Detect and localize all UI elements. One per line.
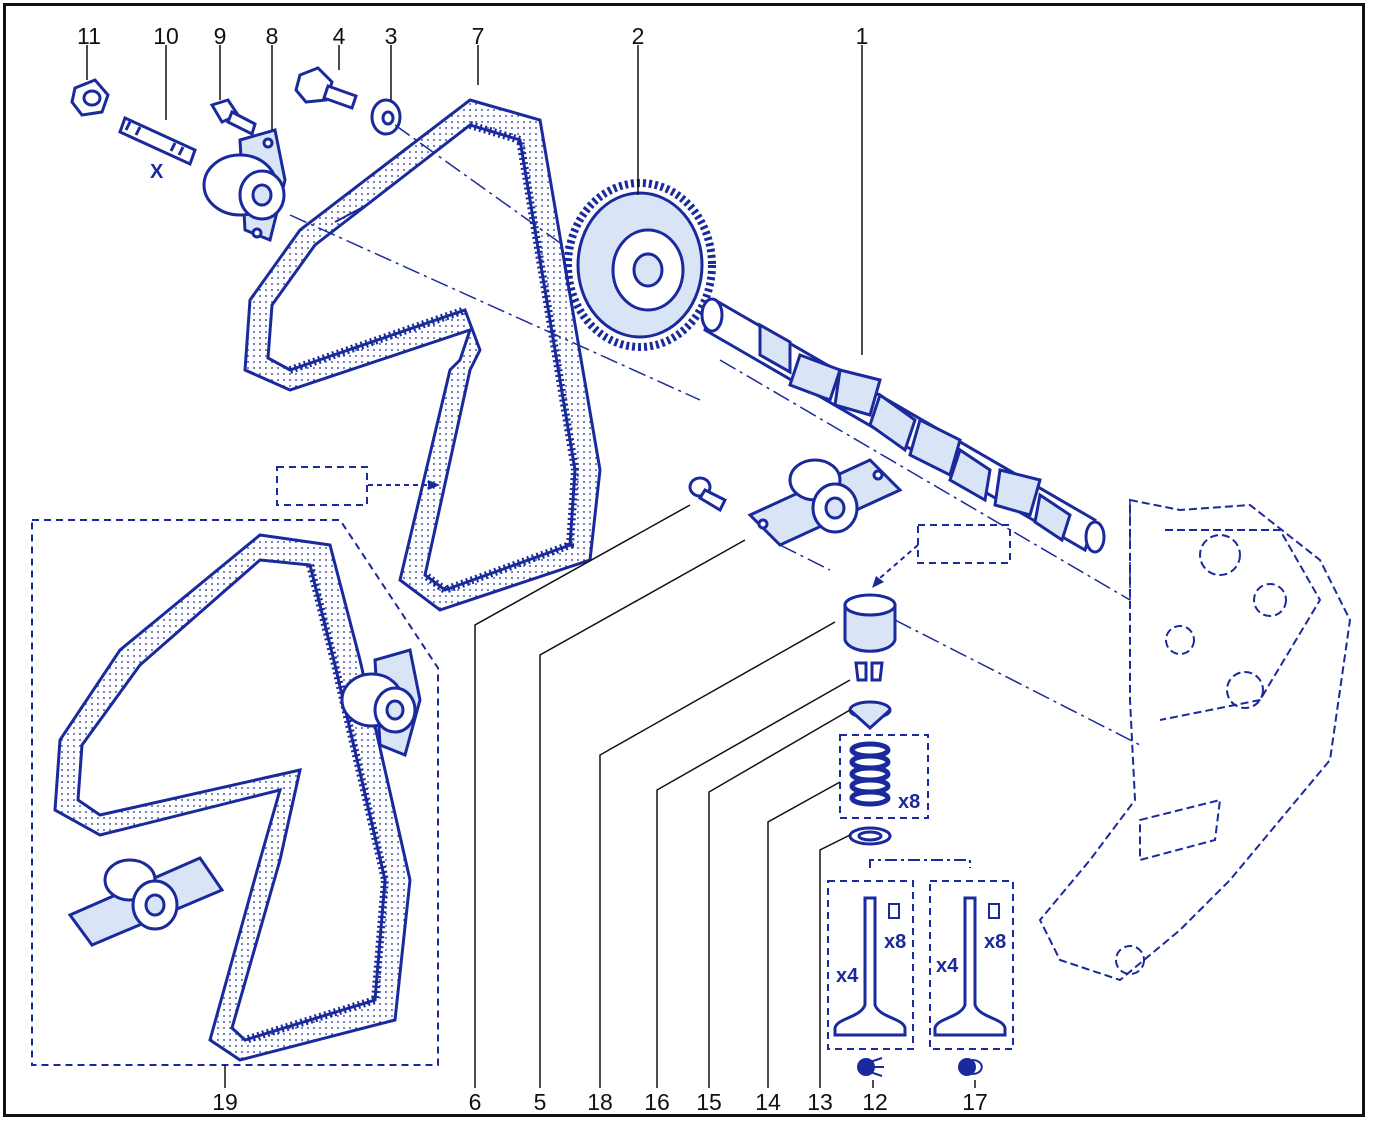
exhaust-flame-icon [958, 1058, 983, 1076]
callout-9: 9 [214, 23, 227, 49]
sprocket-washer [370, 98, 402, 136]
valve-keepers [854, 661, 884, 682]
camshaft-sprocket [564, 179, 716, 351]
callout-14: 14 [755, 1089, 781, 1115]
callout-numbers: 11 10 9 8 4 3 7 2 1 19 6 5 18 16 15 14 1… [77, 23, 988, 1115]
leader-lines [86, 45, 976, 1088]
tensioner-pulley [202, 128, 287, 243]
belt-ref-box [276, 466, 368, 506]
callout-6: 6 [469, 1089, 482, 1115]
cylinder-head-outline [1038, 498, 1352, 982]
callout-18: 18 [587, 1089, 613, 1115]
timing-belt [243, 98, 602, 612]
callout-13: 13 [807, 1089, 833, 1115]
exhaust-valve-qty: x4 [936, 955, 959, 977]
callout-17: 17 [962, 1089, 988, 1115]
tensioner-stud [118, 115, 197, 167]
tensioner-nut [70, 78, 110, 117]
intake-keeper-icon [888, 903, 900, 919]
callout-16: 16 [644, 1089, 670, 1115]
intake-valve-qty: x4 [836, 965, 859, 987]
spring-qty: x8 [898, 791, 920, 813]
callout-8: 8 [266, 23, 279, 49]
intake-valve [833, 896, 907, 1037]
sprocket-bolt [294, 66, 358, 110]
assembly-guide-lines [289, 124, 1141, 746]
callout-19: 19 [212, 1089, 238, 1115]
stud-angle-mark: X [150, 161, 164, 183]
kit-tensioner [340, 648, 422, 758]
callout-10: 10 [153, 23, 179, 49]
belt-direction-arrow [334, 205, 366, 223]
callout-12: 12 [862, 1089, 888, 1115]
timing-kit-group [31, 519, 439, 1066]
exhaust-valve-box [929, 880, 1014, 1050]
valve-spring-seat [848, 826, 892, 846]
idler-bolt [688, 476, 728, 513]
spring-group-box [839, 734, 929, 819]
idler-pulley [747, 458, 903, 547]
valve-spring [849, 741, 891, 807]
tensioner-bolt [209, 98, 257, 137]
exhaust-keeper-qty: x8 [984, 931, 1006, 953]
callout-1: 1 [856, 23, 869, 49]
intake-arrow-icon [857, 1057, 884, 1077]
tappet-ref-box [917, 524, 1011, 564]
kit-idler [67, 856, 225, 947]
callout-5: 5 [534, 1089, 547, 1115]
callout-11: 11 [77, 23, 101, 49]
diagram-frame [3, 3, 1365, 1117]
callout-4: 4 [333, 23, 346, 49]
callout-7: 7 [472, 23, 485, 49]
intake-valve-box [827, 880, 914, 1050]
callout-15: 15 [696, 1089, 722, 1115]
callout-2: 2 [632, 23, 645, 49]
intake-keeper-qty: x8 [884, 931, 906, 953]
valve-tappet [843, 593, 897, 653]
exhaust-valve [933, 896, 1007, 1037]
kit-timing-belt [53, 533, 412, 1062]
exhaust-keeper-icon [988, 903, 1000, 919]
valve-spring-retainer [848, 700, 892, 731]
callout-3: 3 [385, 23, 398, 49]
camshaft [700, 297, 1106, 554]
